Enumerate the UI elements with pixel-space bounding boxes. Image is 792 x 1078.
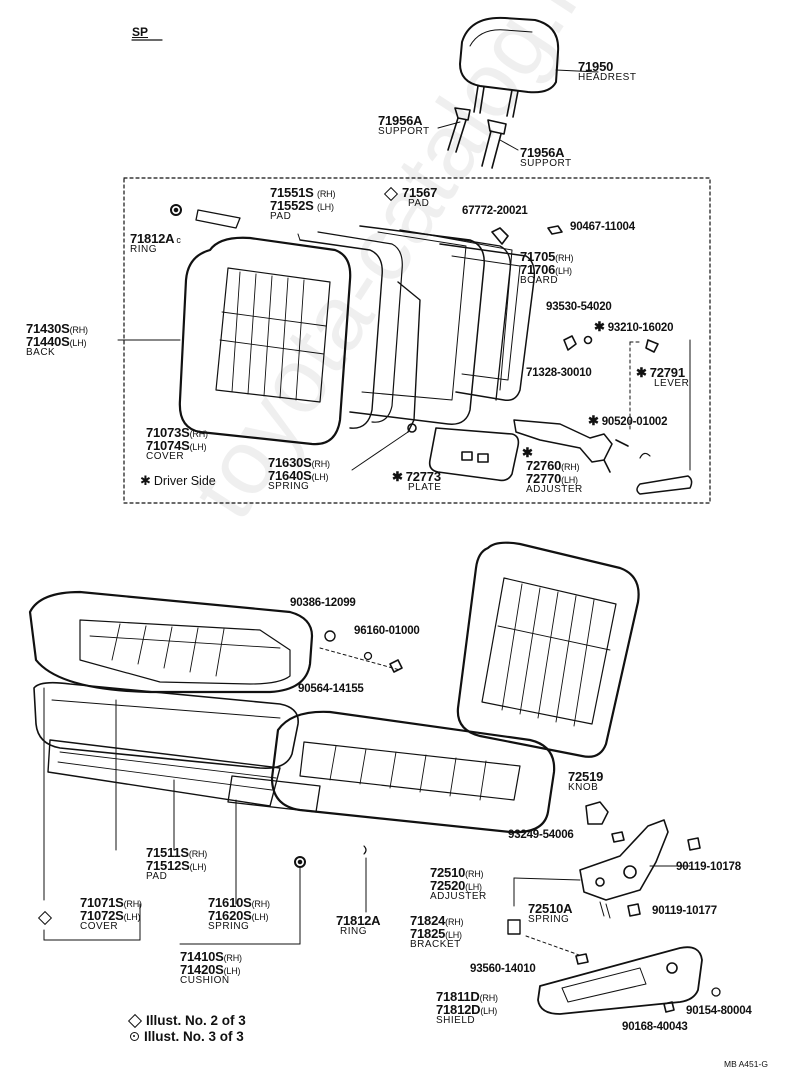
label-71328: 71328-30010	[526, 367, 592, 379]
diamond-marker	[37, 910, 56, 926]
back-spring-part	[351, 281, 421, 471]
label-cushion: 71410S(RH) 71420S(LH) CUSHION	[180, 949, 242, 986]
adjuster-bottom-part	[579, 819, 669, 919]
bracket-part	[507, 919, 521, 935]
label-90119b: 90119-10177	[652, 905, 717, 917]
driver-side-note: ✱Driver Side	[140, 473, 216, 488]
legend-item-2[interactable]: Illust. No. 2 of 3	[146, 1013, 246, 1028]
label-seat-pad: 71511S(RH) 71512S(LH) PAD	[146, 845, 208, 882]
label-adjuster-top: ✱ 72760(RH) 72770(LH) ADJUSTER	[522, 445, 583, 495]
diamond-icon	[37, 910, 53, 925]
label-shield: 71811D(RH) 71812D(LH) SHIELD	[436, 989, 498, 1026]
label-bracket: 71824(RH) 71825(LH) BRACKET	[410, 913, 464, 950]
label-90564: 90564-14155	[298, 683, 364, 695]
back-cover-part	[178, 236, 352, 446]
label-seat-spring: 71610S(RH) 71620S(LH) SPRING	[208, 895, 270, 932]
back-pad-part	[299, 231, 403, 429]
label-adjuster-bottom: 72510(RH) 72520(LH) ADJUSTER	[430, 865, 487, 902]
label-back-pad: 71551S (RH) 71552S (LH) PAD	[270, 185, 336, 222]
label-67772: 67772-20021	[462, 205, 528, 217]
label-board: 71705(RH) 71706(LH) BOARD	[520, 249, 574, 286]
label-back-spring: 71630S(RH) 71640S(LH) SPRING	[268, 455, 330, 492]
diamond-icon	[383, 186, 399, 201]
diamond-icon	[127, 1014, 143, 1029]
shield-part	[537, 946, 703, 1015]
back-frame-part	[349, 225, 513, 425]
label-90386: 90386-12099	[290, 597, 356, 609]
label-96160: 96160-01000	[354, 625, 420, 637]
seat-pad-part	[33, 681, 299, 770]
label-93210: ✱93210-16020	[594, 319, 674, 334]
legend: Illust. No. 2 of 3 Illust. No. 3 of 3	[127, 1013, 246, 1044]
sp-tag: SP	[132, 25, 149, 39]
seat-back-part	[456, 541, 640, 758]
legend-item-3[interactable]: Illust. No. 3 of 3	[144, 1028, 244, 1044]
ring-marker-icon	[130, 1032, 139, 1042]
label-93560: 93560-14010	[470, 963, 536, 975]
label-lever: ✱72791 LEVER	[636, 365, 690, 389]
support-parts	[447, 107, 507, 169]
label-back: 71430S(RH) 71440S(LH) BACK	[26, 321, 88, 358]
knob-part	[585, 801, 609, 825]
plate-part	[428, 427, 520, 482]
label-90119a: 90119-10178	[676, 861, 741, 873]
seat-cover-part	[28, 590, 314, 694]
label-plate: ✱72773 PLATE	[392, 469, 442, 493]
cushion-part	[270, 710, 556, 834]
label-90168: 90168-40043	[622, 1021, 688, 1033]
board-part	[439, 243, 536, 402]
label-90154: 90154-80004	[686, 1005, 752, 1017]
diagram-code: MB A451-G	[724, 1059, 768, 1069]
headrest-part	[459, 16, 560, 118]
label-back-cover: 71073S(RH) 71074S(LH) COVER	[146, 425, 208, 462]
label-90467: 90467-11004	[570, 221, 635, 233]
label-93249: 93249-54006	[508, 829, 574, 841]
lever-part	[636, 475, 693, 495]
label-90520: ✱90520-01002	[588, 413, 668, 428]
label-pad-71567: 71567 PAD	[383, 186, 437, 209]
label-seat-cover: 71071S(RH) 71072S(LH) COVER	[80, 895, 142, 932]
seat-spring-part	[47, 739, 321, 813]
adjuster-top-part	[513, 419, 651, 473]
label-93530: 93530-54020	[546, 301, 612, 313]
